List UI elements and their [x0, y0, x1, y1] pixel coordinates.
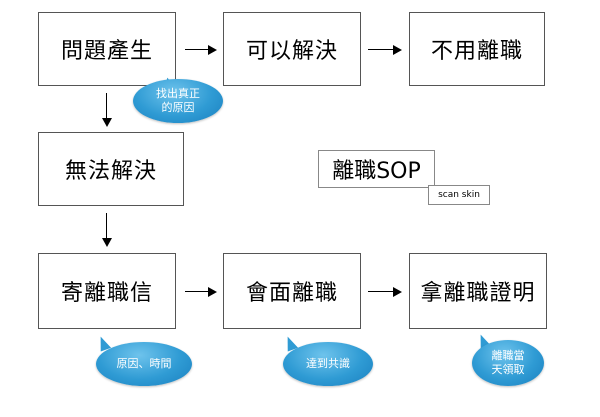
box-problem-occurs: 問題產生 [38, 12, 176, 86]
arrow-down-1 [101, 93, 112, 127]
arrow-right-3 [185, 286, 217, 297]
box-cannot-solve: 無法解決 [38, 132, 184, 206]
bubble-find-cause: 找出真正 的原因 [133, 79, 223, 123]
box-get-certificate: 拿離職證明 [409, 253, 547, 329]
bubble-reach-consensus: 達到共識 [283, 342, 373, 386]
box-no-resign: 不用離職 [409, 12, 545, 86]
bubble-find-cause-line1: 找出真正 [156, 87, 200, 100]
arrow-right-1 [185, 44, 217, 55]
bubble-same-day-line2: 天領取 [491, 363, 525, 376]
arrow-down-2 [101, 213, 112, 247]
arrow-right-2 [368, 44, 402, 55]
bubble-same-day-line1: 離職當 [491, 349, 525, 362]
box-can-solve: 可以解決 [223, 12, 361, 86]
arrow-right-4 [368, 286, 402, 297]
sop-label: 離職SOP [318, 150, 435, 188]
bubble-find-cause-line2: 的原因 [161, 101, 195, 114]
bubble-reason-time: 原因、時間 [96, 342, 192, 386]
box-send-resignation: 寄離職信 [38, 253, 176, 329]
bubble-same-day-get: 離職當 天領取 [472, 340, 544, 386]
box-interview-resign: 會面離職 [223, 253, 361, 329]
scan-skin-caption: scan skin [428, 185, 490, 205]
